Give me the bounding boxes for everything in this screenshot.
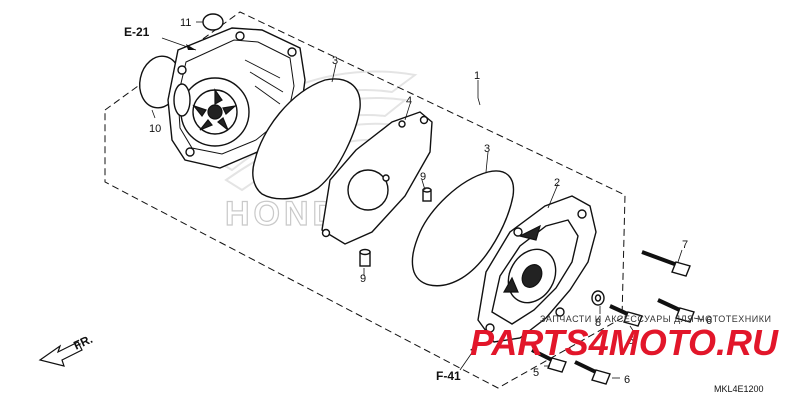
ref-e21: E-21 (124, 25, 150, 39)
front-arrow-icon (38, 341, 83, 367)
o-ring-small (202, 13, 224, 31)
callout-7: 7 (682, 239, 688, 251)
callout-10: 10 (149, 123, 161, 135)
bolt-6-upper (657, 298, 695, 323)
sealing-washer (591, 290, 605, 306)
diagram-code: MKL4E1200 (714, 384, 764, 394)
assembly-outline (104, 11, 626, 389)
callout-8: 8 (595, 317, 601, 329)
callout-3-lower: 3 (484, 143, 490, 155)
callout-9-lower: 9 (360, 273, 366, 285)
callout-9-upper: 9 (420, 171, 426, 183)
callout-4: 4 (406, 95, 412, 107)
gasket-upper (252, 78, 361, 200)
bolt-long-7 (641, 250, 691, 277)
callout-1: 1 (474, 70, 480, 82)
pump-cover (477, 195, 597, 343)
bolt-6-lower (574, 360, 611, 385)
ref-f41: F-41 (436, 369, 461, 383)
callout-6-right: 6 (706, 315, 712, 327)
callout-6-bottom: 6 (624, 374, 630, 386)
callout-5-right: 5 (628, 335, 634, 347)
site-tagline-watermark: ЗАПЧАСТИ И АКСЕССУАРЫ ДЛЯ МОТОТЕХНИКИ (540, 314, 771, 324)
site-logo-watermark: PARTS4MOTO.RU (470, 322, 779, 363)
gasket-lower (411, 170, 515, 287)
bolt-5-upper (609, 304, 643, 327)
bolt-5-lower (531, 348, 567, 373)
front-label: FR. (71, 332, 94, 353)
pump-plate (321, 111, 433, 245)
callout-2: 2 (554, 177, 560, 189)
leader-lines (151, 21, 705, 379)
dowel-pin-upper (422, 187, 432, 202)
dowel-pin-lower (359, 248, 371, 267)
callout-3-upper: 3 (332, 55, 338, 67)
callout-11: 11 (180, 17, 191, 29)
callout-5-bottom: 5 (533, 367, 539, 379)
